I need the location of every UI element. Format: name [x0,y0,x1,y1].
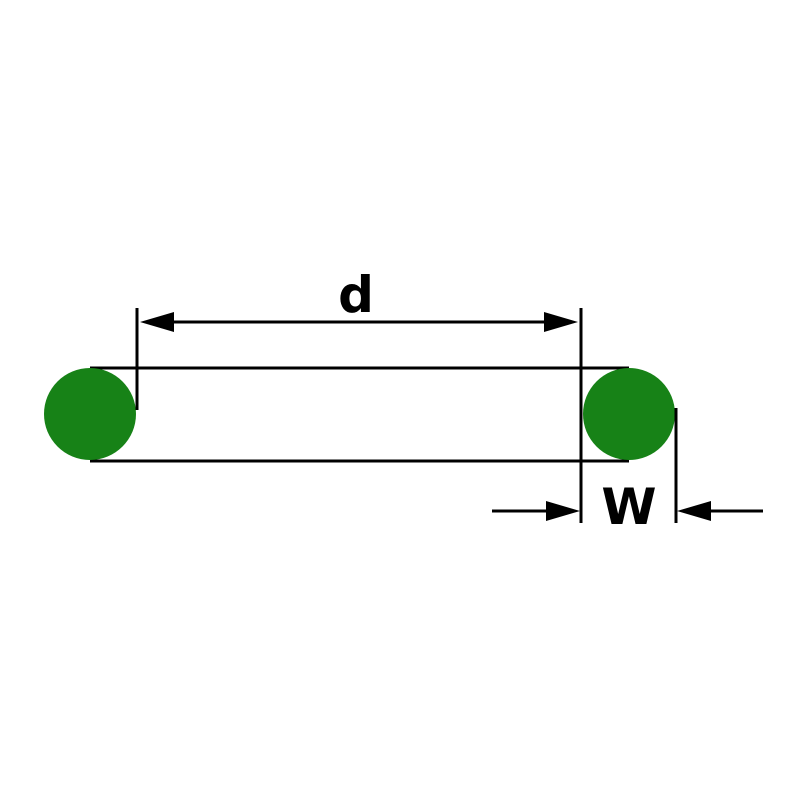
d-arrowhead-left-icon [140,312,174,332]
oring-right-cross-section-circle [583,368,675,460]
cross-section-width-label: W [601,478,656,536]
d-arrowhead-right-icon [544,312,578,332]
oring-left-cross-section-circle [44,368,136,460]
w-arrowhead-right-icon [677,501,711,521]
inner-diameter-label: d [338,266,374,324]
w-arrowhead-left-icon [546,501,580,521]
